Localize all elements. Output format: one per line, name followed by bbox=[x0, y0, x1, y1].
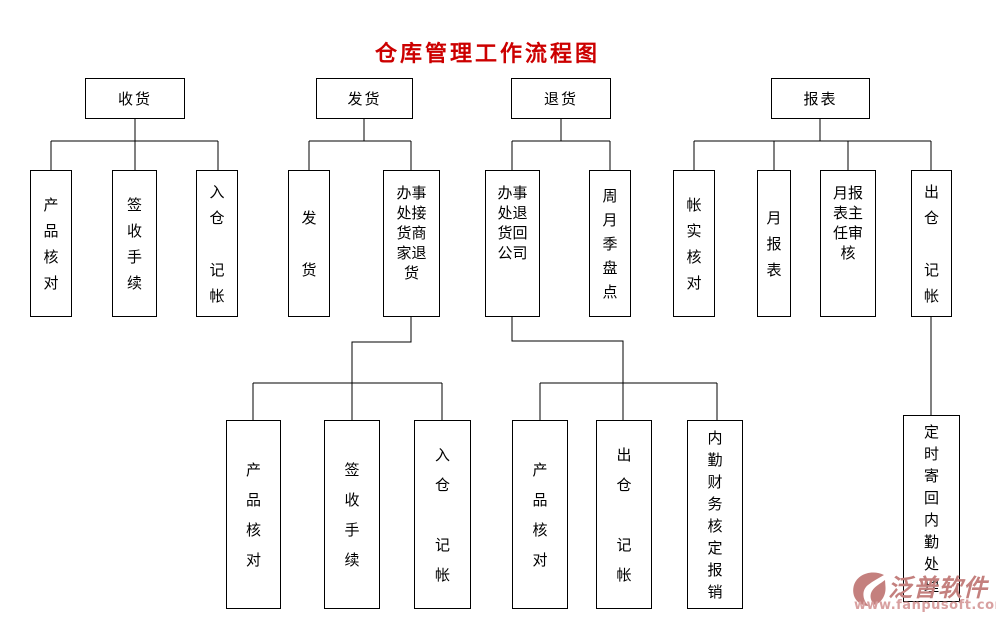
node-reports-account-check: 帐 实 核 对 bbox=[673, 170, 715, 317]
page-title: 仓库管理工作流程图 bbox=[374, 42, 600, 67]
node-reports-report-review: 月报 表主 任审 核 bbox=[820, 170, 876, 317]
node-reports: 报表 bbox=[771, 78, 870, 119]
node-receiving: 收货 bbox=[85, 78, 185, 119]
node-shipping-office-returns: 办事 处接 货商 家退 货 bbox=[383, 170, 440, 317]
node-returns: 退货 bbox=[511, 78, 611, 119]
node-shipping-sub-product-check: 产 品 核 对 bbox=[226, 420, 281, 609]
node-receiving-signoff: 签 收 手 续 bbox=[112, 170, 157, 317]
watermark-url: www.fanpusoft.com bbox=[854, 598, 996, 613]
node-reports-monthly-report: 月 报 表 bbox=[757, 170, 791, 317]
node-returns-sub-warehouse-out: 出 仓 记 帐 bbox=[596, 420, 652, 609]
node-shipping-ship: 发 货 bbox=[288, 170, 330, 317]
node-returns-sub-finance-approval: 内 勤 财 务 核 定 报 销 bbox=[687, 420, 743, 609]
node-returns-office-to-company: 办事 处退 货回 公司 bbox=[485, 170, 540, 317]
node-returns-sub-product-check: 产 品 核 对 bbox=[512, 420, 568, 609]
fanpu-logo-icon bbox=[853, 572, 886, 606]
node-reports-sub-mail-back: 定 时 寄 回 内 勤 处 理 bbox=[903, 415, 960, 602]
node-shipping: 发货 bbox=[316, 78, 413, 119]
node-returns-inventory-count: 周 月 季 盘 点 bbox=[589, 170, 631, 317]
watermark: 泛普软件 www.fanpusoft.com bbox=[850, 566, 996, 616]
node-receiving-warehouse-in: 入 仓 记 帐 bbox=[196, 170, 238, 317]
node-shipping-sub-warehouse-in: 入 仓 记 帐 bbox=[414, 420, 471, 609]
node-reports-warehouse-out: 出 仓 记 帐 bbox=[911, 170, 952, 317]
watermark-brand: 泛普软件 bbox=[888, 574, 988, 602]
node-receiving-product-check: 产 品 核 对 bbox=[30, 170, 72, 317]
node-shipping-sub-signoff: 签 收 手 续 bbox=[324, 420, 380, 609]
